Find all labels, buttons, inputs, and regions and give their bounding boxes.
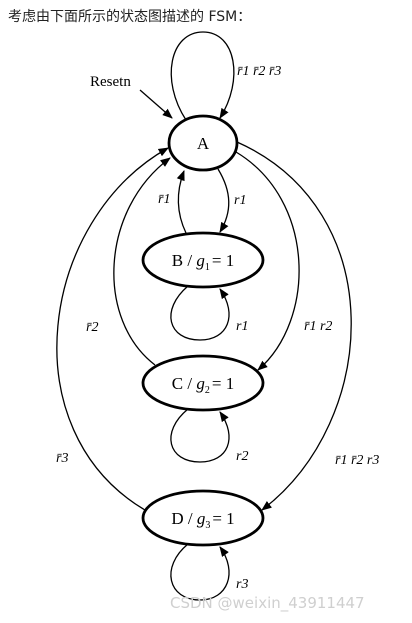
state-a-node [167, 114, 239, 172]
edge-a-to-c [235, 151, 300, 371]
reset-arrow [139, 89, 173, 119]
watermark: CSDN @weixin_43911447 [170, 594, 365, 612]
state-b-label: B / g1= 1 [172, 251, 234, 273]
edge-c-to-a [113, 157, 171, 366]
reset-label: Resetn [90, 74, 131, 90]
edge-b-to-a [176, 170, 187, 234]
label-b-self: r1 [236, 319, 248, 334]
label-b-to-a: r̄1 [158, 192, 170, 207]
self-loop-a [170, 31, 235, 121]
label-a-to-c: r̄1 r2 [304, 319, 332, 334]
page-heading: 考虑由下面所示的状态图描述的 FSM： [8, 9, 252, 25]
state-c-label: C / g2= 1 [172, 374, 234, 396]
label-a-to-b: r1 [234, 193, 246, 208]
state-b-node [141, 231, 265, 289]
self-loop-d [170, 543, 230, 601]
edge-a-to-b [217, 168, 230, 233]
label-a-self: r̄1 r̄2 r̄3 [237, 64, 281, 79]
self-loop-b [170, 285, 230, 341]
state-d-label: D / g3= 1 [171, 509, 234, 531]
label-d-to-a: r̄3 [56, 451, 68, 466]
state-a-label: A [197, 134, 210, 153]
state-d-node [141, 489, 265, 547]
self-loop-c [170, 408, 230, 463]
label-d-self: r3 [236, 577, 248, 592]
label-c-to-a: r̄2 [86, 320, 98, 335]
edge-a-to-d [236, 141, 352, 511]
label-a-to-d: r̄1 r̄2 r3 [335, 453, 379, 468]
edge-d-to-a [56, 147, 169, 511]
state-c-node [141, 354, 265, 412]
label-c-self: r2 [236, 449, 248, 464]
